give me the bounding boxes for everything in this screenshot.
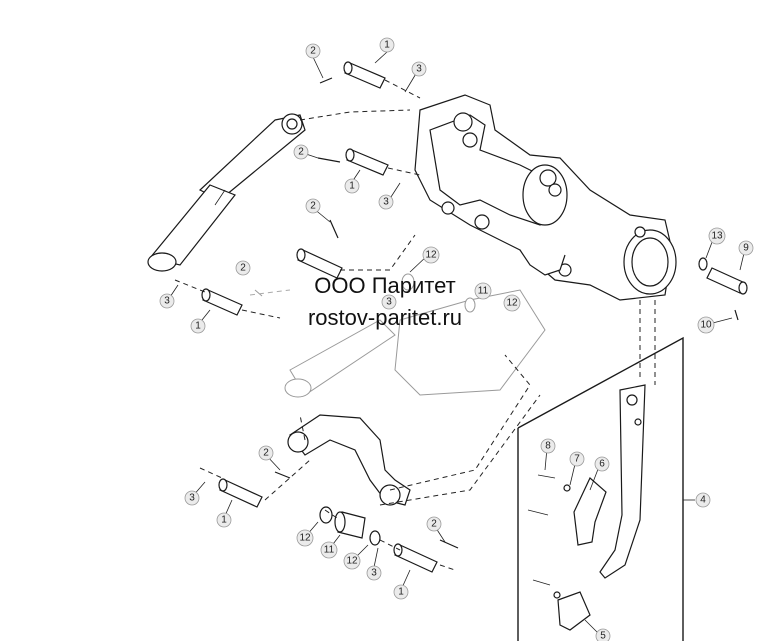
- callout-label: 3: [371, 568, 377, 579]
- callout-label: 3: [383, 197, 389, 208]
- callout-label: 1: [195, 321, 201, 332]
- callout-2b: 2: [293, 144, 309, 160]
- bushing-11: [334, 511, 366, 539]
- callout-label: 10: [700, 320, 712, 331]
- callout-2c: 2: [305, 198, 321, 214]
- pin-1e: [218, 478, 263, 508]
- callout-label: 2: [431, 519, 437, 530]
- retaining-rings: [319, 257, 708, 546]
- callout-6: 6: [594, 456, 610, 472]
- callout-label: 1: [349, 181, 355, 192]
- callout-label: 12: [299, 533, 311, 544]
- callout-label: 3: [189, 493, 195, 504]
- callout-2d: 2: [235, 260, 251, 276]
- pin-1b: [345, 148, 389, 176]
- callout-label: 5: [600, 631, 606, 641]
- callout-10: 10: [697, 316, 715, 334]
- pin-9: [706, 267, 748, 295]
- callout-label: 6: [599, 459, 605, 470]
- callout-1b: 1: [344, 178, 360, 194]
- callout-label: 8: [545, 441, 551, 452]
- linkage-arm: [287, 354, 541, 506]
- callout-2a: 2: [305, 43, 321, 59]
- callout-label: 2: [298, 147, 304, 158]
- lower-hydraulic-cylinder: [284, 289, 546, 398]
- callout-13: 13: [708, 227, 726, 245]
- watermark-company: ООО Паритет: [314, 273, 456, 298]
- upper-hydraulic-cylinder: [147, 113, 306, 272]
- callout-label: 3: [386, 297, 392, 308]
- callout-1c: 1: [190, 318, 206, 334]
- callout-label: 7: [574, 454, 580, 465]
- callout-7: 7: [569, 451, 585, 467]
- callout-12a: 12: [422, 246, 440, 264]
- callout-label: 13: [711, 231, 723, 242]
- callout-label: 12: [506, 298, 518, 309]
- callout-1a: 1: [379, 37, 395, 53]
- callout-label: 9: [743, 243, 749, 254]
- pin-1c: [296, 248, 343, 279]
- callout-12c: 12: [296, 529, 314, 547]
- callout-label: 11: [324, 545, 335, 556]
- callout-label: 4: [700, 495, 706, 506]
- callout-12b: 12: [503, 294, 521, 312]
- callout-2e: 2: [258, 445, 274, 461]
- callout-2f: 2: [426, 516, 442, 532]
- callout-9: 9: [738, 240, 754, 256]
- assembly-dashed-lines: [174, 79, 656, 571]
- callout-label: 1: [398, 587, 404, 598]
- callout-1d: 1: [216, 512, 232, 528]
- pin-1d: [201, 288, 243, 316]
- callout-label: 3: [416, 64, 422, 75]
- callout-5: 5: [595, 628, 611, 641]
- callout-3f: 3: [366, 565, 382, 581]
- cotter-pins: [254, 77, 739, 549]
- callout-label: 3: [164, 296, 170, 307]
- callout-label: 2: [263, 448, 269, 459]
- callout-8: 8: [540, 438, 556, 454]
- callout-label: 1: [221, 515, 227, 526]
- callout-4: 4: [695, 492, 711, 508]
- callout-1e: 1: [393, 584, 409, 600]
- ripper-frame: [414, 94, 677, 301]
- callout-label: 1: [384, 40, 390, 51]
- callout-label: 12: [346, 556, 358, 567]
- callout-11b: 11: [320, 541, 338, 559]
- callout-3c: 3: [159, 293, 175, 309]
- callout-label: 12: [425, 250, 437, 261]
- callout-3a: 3: [411, 61, 427, 77]
- watermark-url: rostov-paritet.ru: [307, 305, 463, 330]
- callout-label: 2: [310, 201, 316, 212]
- callout-label: 2: [240, 263, 246, 274]
- callout-label: 11: [478, 286, 489, 297]
- callout-3d: 3: [381, 294, 397, 310]
- shank-assembly: [517, 336, 695, 641]
- callout-label: 2: [310, 46, 316, 57]
- watermark: ООО Паритет rostov-paritet.ru: [270, 270, 500, 334]
- pin-1f: [393, 543, 438, 573]
- callout-3b: 3: [378, 194, 394, 210]
- callout-3e: 3: [184, 490, 200, 506]
- callout-12d: 12: [343, 552, 361, 570]
- pin-1a: [343, 61, 386, 89]
- callout-11a: 11: [474, 282, 492, 300]
